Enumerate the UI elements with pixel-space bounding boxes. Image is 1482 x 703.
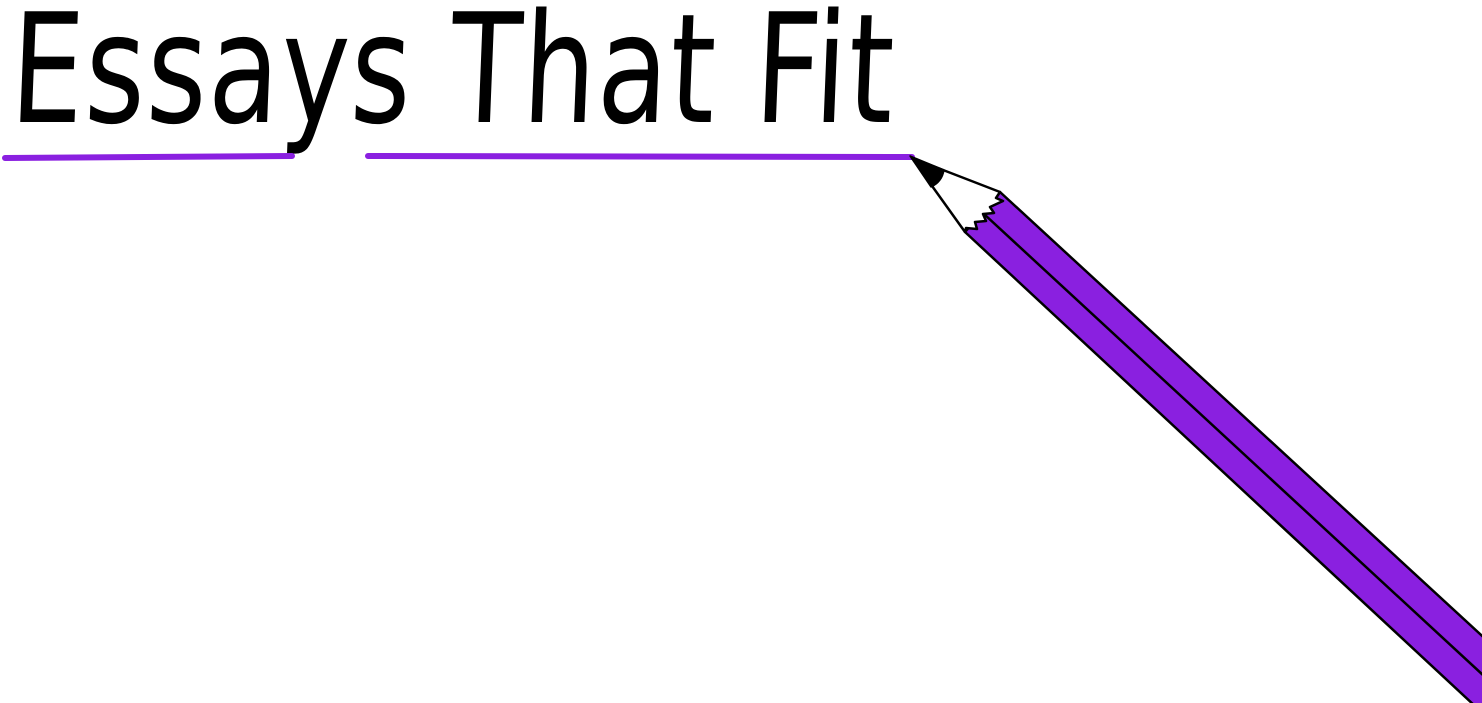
pencil-facet-line — [983, 213, 1482, 676]
underline-left — [2, 153, 295, 161]
pencil-icon — [909, 155, 1482, 703]
underline-right — [365, 153, 915, 160]
pencil-graphite-point — [909, 155, 945, 188]
underline-stroke — [2, 153, 915, 161]
